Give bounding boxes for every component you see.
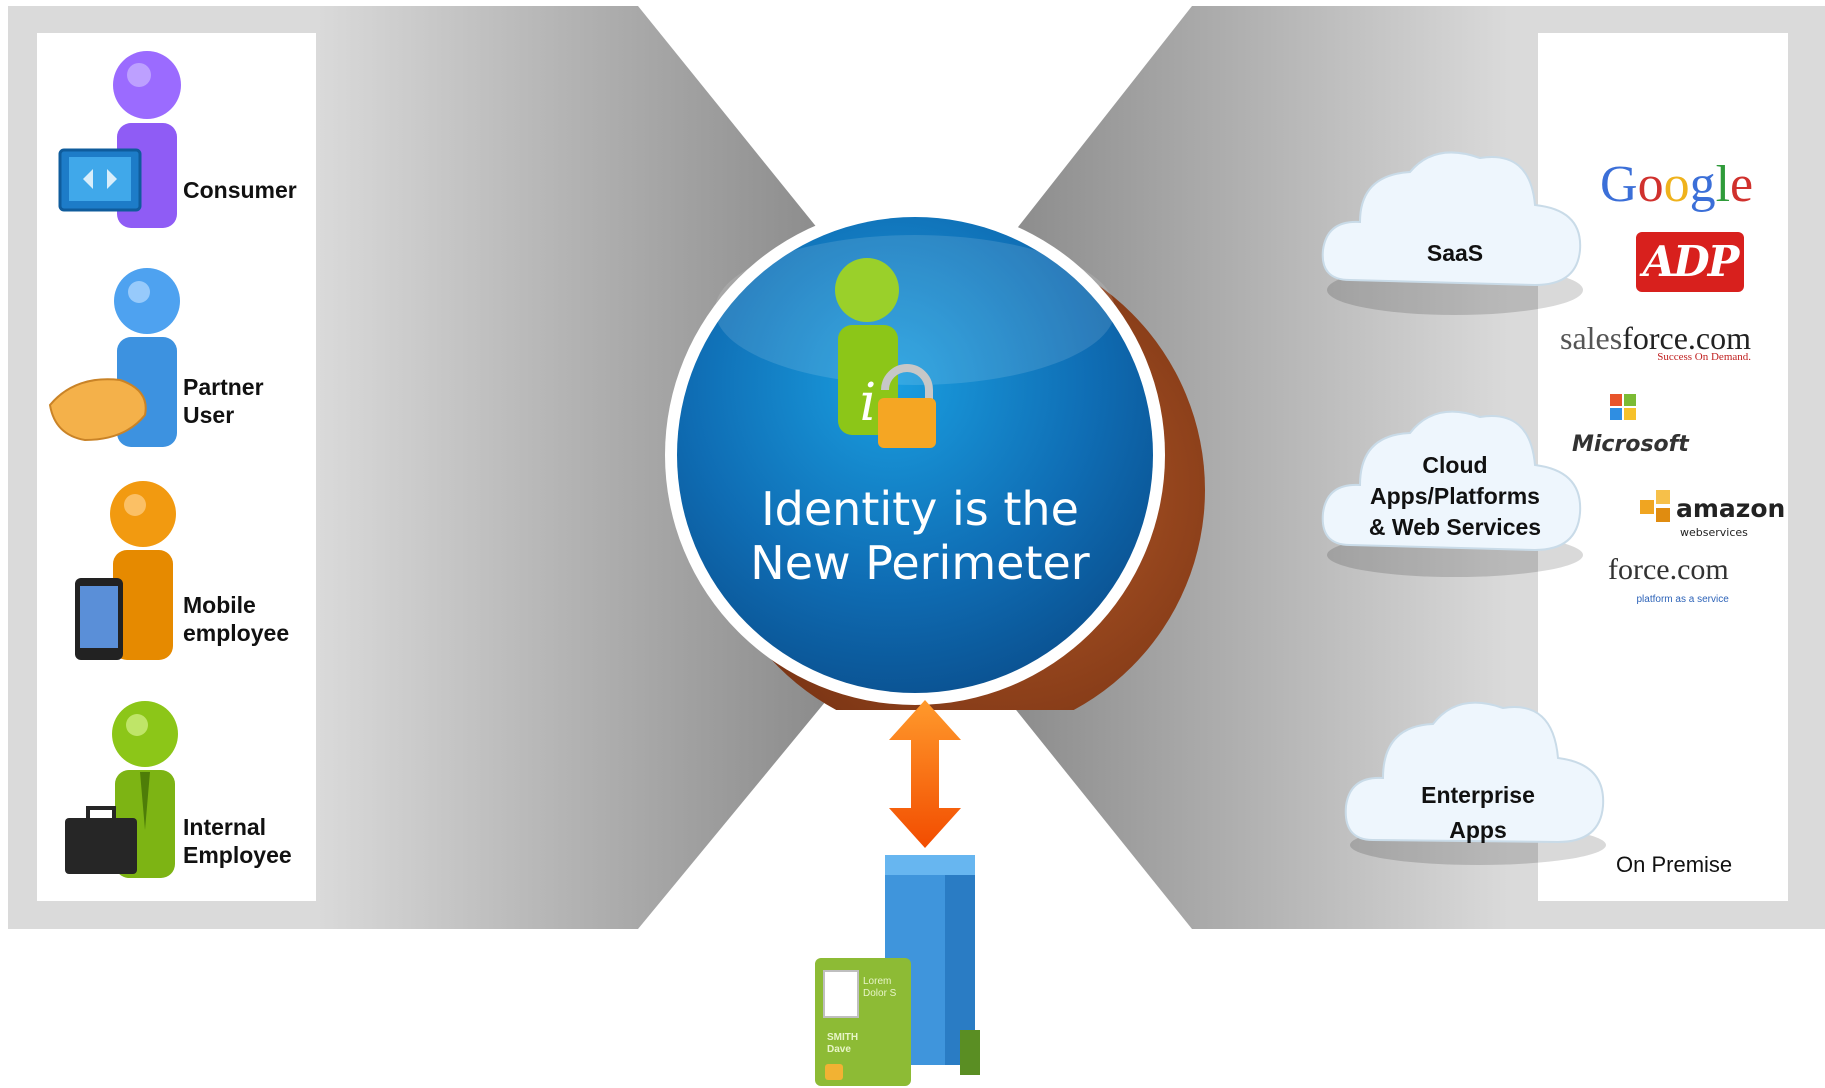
center-title: Identity is the New Perimeter — [750, 482, 1090, 590]
center-identity-graphic: i — [665, 205, 1205, 710]
user-label-mobile: Mobile employee — [183, 592, 290, 646]
left-funnel — [316, 6, 835, 929]
google-logo: Google — [1600, 156, 1754, 213]
amazon-webservices-logo: amazon webservices — [1676, 494, 1786, 539]
internal-figure — [65, 701, 178, 878]
cloud-label-enterprise-apps: Enterprise Apps — [1421, 782, 1535, 843]
aws-cubes-icon — [1640, 490, 1674, 524]
windows-flag-icon — [1610, 394, 1636, 420]
salesforce-logo: salesforce.com Success On Demand. — [1560, 320, 1752, 363]
services-column — [1538, 33, 1788, 901]
mobile-figure — [75, 481, 176, 660]
id-photo — [823, 970, 859, 1018]
cloud-saas — [1321, 151, 1583, 315]
chip-icon — [825, 1064, 843, 1080]
microsoft-logo: Microsoft — [1572, 432, 1689, 457]
forcecom-logo: force.com platform as a service — [1608, 553, 1729, 606]
svg-text:i: i — [860, 373, 877, 433]
cloud-label-saas: SaaS — [1426, 240, 1484, 266]
adp-logo: ADP — [1636, 232, 1744, 292]
on-premise-label: On Premise — [1616, 852, 1733, 877]
user-label-internal: Internal Employee — [183, 814, 292, 868]
partner-figure — [48, 268, 180, 447]
bidirectional-arrow — [889, 700, 961, 848]
cloud-label-apps-platforms: Cloud Apps/Platforms & Web Services — [1368, 452, 1542, 540]
id-card: Lorem Dolor S SMITH Dave — [815, 958, 911, 1086]
cloud-apps-platforms — [1321, 410, 1583, 577]
cloud-enterprise-apps — [1344, 701, 1606, 865]
consumer-figure — [58, 51, 181, 228]
user-label-partner: Partner User — [183, 374, 264, 428]
user-label-consumer: Consumer — [183, 177, 297, 203]
